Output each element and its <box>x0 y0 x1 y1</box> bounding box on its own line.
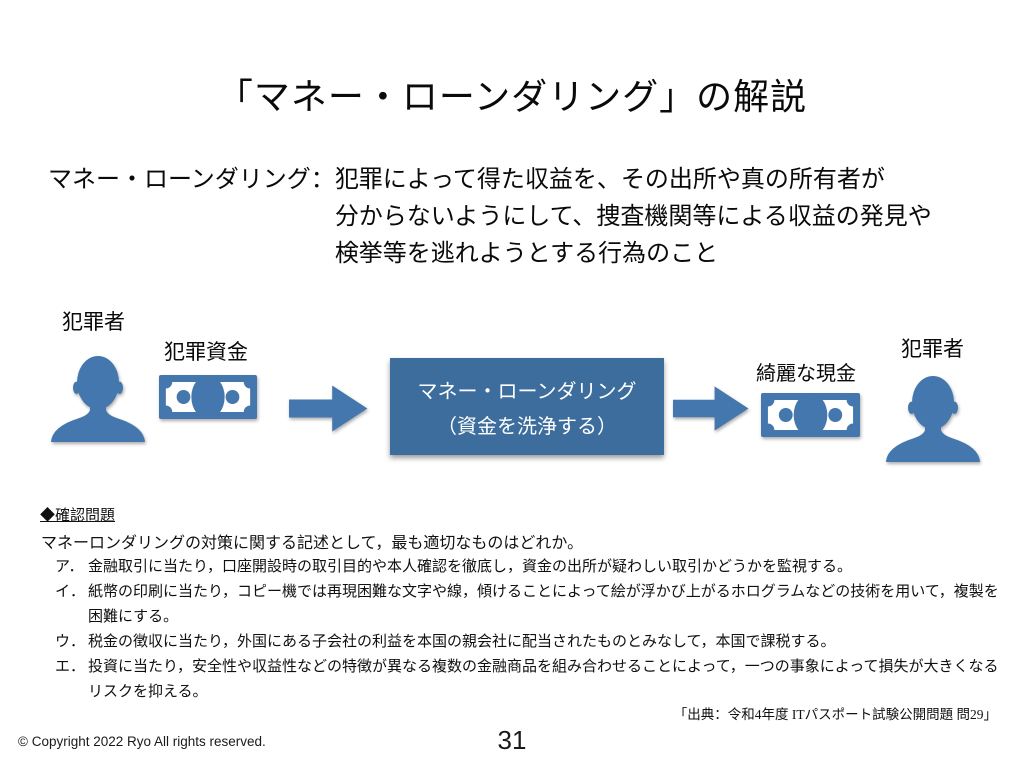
option-text: 投資に当たり，安全性や収益性などの特徴が異なる複数の金融商品を組み合わせることに… <box>88 658 999 675</box>
definition-line: 犯罪によって得た収益を、その出所や真の所有者が <box>334 166 885 193</box>
laundering-box-line1: マネー・ローンダリング <box>417 380 637 403</box>
person-icon-left <box>48 356 148 442</box>
laundering-box: マネー・ローンダリング （資金を洗浄する） <box>390 358 664 455</box>
criminal-label-left: 犯罪者 <box>62 311 125 334</box>
arrow-right-icon-right <box>673 384 750 433</box>
option-text: 金融取引に当たり，口座開設時の取引目的や本人確認を徹底し，資金の出所が疑わしい取… <box>88 558 852 575</box>
money-bill-icon-right <box>761 393 860 437</box>
option-text-continued: 困難にする。 <box>88 608 179 625</box>
option-label: ウ． <box>55 633 86 650</box>
quiz-option-e: エ．投資に当たり，安全性や収益性などの特徴が異なる複数の金融商品を組み合わせるこ… <box>55 654 999 704</box>
definition-line: 分からないようにして、捜査機関等による収益の発見や <box>334 203 932 230</box>
criminal-label-right: 犯罪者 <box>901 338 964 361</box>
option-text: 紙幣の印刷に当たり，コピー機では再現困難な文字や線，傾けることによって絵が浮かび… <box>88 583 999 600</box>
definition-line: 検挙等を逃れようとする行為のこと <box>334 240 719 267</box>
quiz-option-a: ア．金融取引に当たり，口座開設時の取引目的や本人確認を徹底し，資金の出所が疑わし… <box>55 554 999 579</box>
quiz-header: ◆確認問題 <box>40 508 116 524</box>
source-citation: 「出典：令和4年度 ITパスポート試験公開問題 問29」 <box>673 707 997 722</box>
definition-term-label: マネー・ローンダリング： <box>48 166 335 193</box>
person-icon-right <box>883 376 983 462</box>
laundering-box-line2: （資金を洗浄する） <box>437 415 617 438</box>
quiz-options: ア．金融取引に当たり，口座開設時の取引目的や本人確認を徹底し，資金の出所が疑わし… <box>55 554 999 704</box>
option-label: イ． <box>55 583 86 600</box>
definition: マネー・ローンダリング： 犯罪によって得た収益を、その出所や真の所有者が 分から… <box>48 161 932 272</box>
quiz-option-i: イ．紙幣の印刷に当たり，コピー機では再現困難な文字や線，傾けることによって絵が浮… <box>55 579 999 629</box>
clean-money-label: 綺麗な現金 <box>756 363 856 385</box>
option-text: 税金の徴収に当たり，外国にある子会社の利益を本国の親会社に配当されたものとみなし… <box>88 633 836 650</box>
dirty-money-label: 犯罪資金 <box>164 341 248 364</box>
page-title: 「マネー・ローンダリング」の解説 <box>216 76 808 117</box>
definition-text: 犯罪によって得た収益を、その出所や真の所有者が 分からないようにして、捜査機関等… <box>335 161 932 272</box>
option-label: エ． <box>55 658 86 675</box>
copyright-text: © Copyright 2022 Ryo All rights reserved… <box>18 734 266 749</box>
quiz-option-u: ウ．税金の徴収に当たり，外国にある子会社の利益を本国の親会社に配当されたものとみ… <box>55 629 999 654</box>
option-text-continued: リスクを抑える。 <box>88 683 208 700</box>
arrow-right-icon-left <box>289 383 369 434</box>
money-bill-icon-left <box>159 375 257 419</box>
page-number: 31 <box>497 725 527 755</box>
option-label: ア． <box>55 558 84 575</box>
quiz-question: マネーロンダリングの対策に関する記述として，最も適切なものはどれか。 <box>41 535 584 552</box>
